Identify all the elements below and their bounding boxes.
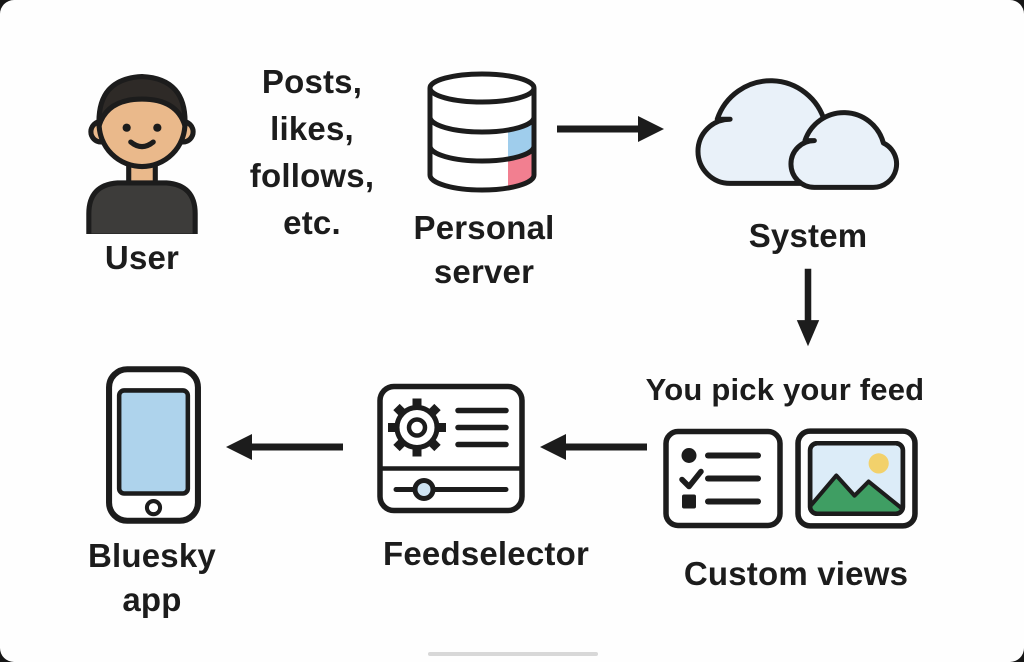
bottom-divider [428,652,598,656]
checklist-bullet-square [682,494,696,509]
image-view-icon [794,427,919,530]
arrow-down-icon [794,262,822,352]
flow-text-line4: etc. [283,204,341,241]
arrow-left-1-icon [538,432,650,462]
database-body-outline [427,88,537,193]
checklist-icon [662,427,784,530]
avatar-hair [96,74,188,129]
sun-icon [868,453,889,474]
mountains-icon [812,473,901,512]
phone-home-button [144,499,163,517]
user-icon [80,50,204,234]
personal-server-label-line1: Personal [413,209,555,246]
personal-server-label: Personal server [398,206,570,293]
database-svg [427,71,537,193]
slider-knob [412,478,436,501]
slider-icon [393,478,509,501]
user-avatar-svg [86,74,198,234]
database-pink-segment [508,146,534,188]
flow-text-line1: Posts, [261,63,363,100]
arrow-right-icon [554,114,666,144]
database-blue-segment [508,117,534,159]
flow-text: Posts, likes, follows, etc. [228,58,396,246]
database-band-line-2 [427,145,537,164]
feed-pick-heading: You pick your feed [645,372,925,407]
personal-server-label-line2: server [433,252,535,290]
user-label: User [104,239,180,276]
cloud-front [791,113,897,188]
feedselector-label: Feedselector [383,535,589,572]
personal-server-icon [424,68,540,198]
avatar-shirt [86,180,198,234]
database-band-line-1 [427,116,537,135]
feedselector-icon [376,382,526,515]
feedselector-menu-lines [455,407,509,448]
database-top [427,71,537,105]
bluesky-app-label-line2: app [122,580,182,618]
checklist-bullet-dot [681,448,697,463]
gear-icon [388,398,446,457]
bluesky-app-icon [104,364,203,526]
system-label: System [748,217,868,254]
avatar-eye-right [153,123,162,132]
clouds-svg [684,28,912,208]
checklist-checkmark [679,468,704,490]
system-icon [684,28,912,208]
arrow-left-2-icon [224,432,346,462]
bluesky-app-label: Bluesky app [72,534,232,621]
avatar-smile [128,139,156,150]
phone-screen [116,388,191,496]
bluesky-app-label-line1: Bluesky [88,537,216,574]
avatar-eye-left [122,123,131,132]
flow-text-line2: likes, [270,110,354,147]
flow-text-line3: follows, [249,157,375,194]
custom-views-label: Custom views [683,555,909,592]
